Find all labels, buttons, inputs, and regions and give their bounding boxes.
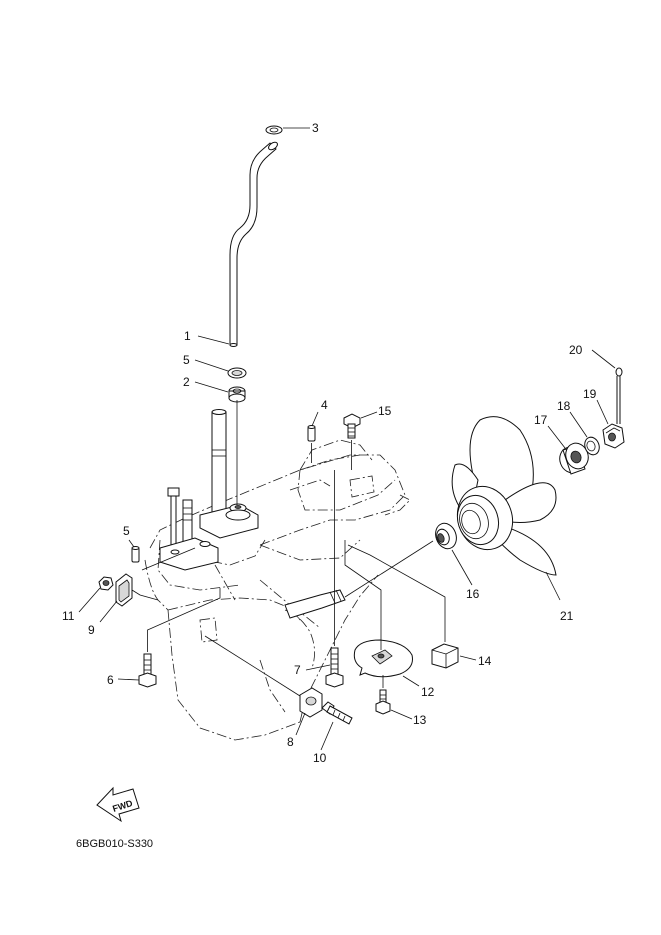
callout-numbers: 3 1 5 2 4 15 5 11 9 6 7 8 10 12 13 14 16… [62, 121, 597, 765]
guide-line-anode [347, 544, 446, 642]
callout-6: 6 [107, 673, 114, 687]
callout-14: 14 [478, 654, 492, 668]
callout-13: 13 [413, 713, 427, 727]
part-6-bolt [138, 653, 157, 688]
part-4-grommet [227, 367, 247, 379]
part-13-bolt [375, 689, 391, 715]
callout-20: 20 [569, 343, 583, 357]
callout-9: 9 [88, 623, 95, 637]
part-18-washer [584, 436, 600, 456]
part-17-spacer [559, 442, 589, 475]
part-5-dowel-pin-upper [307, 425, 316, 442]
guide-line-seal-9b [141, 547, 196, 571]
callout-12: 12 [421, 685, 435, 699]
callout-7: 7 [294, 663, 301, 677]
callout-18: 18 [557, 399, 571, 413]
part-12-trim-tab [353, 639, 413, 678]
part-21-propeller [451, 416, 557, 576]
guide-line-washer-16 [344, 540, 434, 598]
callout-8: 8 [287, 735, 294, 749]
part-10-bolt [321, 701, 353, 725]
drive-shaft [199, 409, 259, 539]
part-14-anode [431, 643, 459, 669]
propeller-shaft [284, 589, 346, 619]
guide-line-trim-tab [344, 540, 382, 650]
part-8-grommet [299, 687, 323, 718]
callout-2: 2 [183, 375, 190, 389]
part-20-cotter-pin [615, 367, 623, 424]
callout-15: 15 [378, 404, 392, 418]
lower-unit-housing [144, 439, 411, 741]
guide-line-seal-9 [131, 589, 159, 601]
callout-17: 17 [534, 413, 548, 427]
fwd-arrow: FWD [96, 786, 140, 823]
callout-21: 21 [560, 609, 574, 623]
callout-3: 3 [312, 121, 319, 135]
part-16-thrust-washer [435, 522, 457, 550]
part-3-grommet [265, 125, 283, 135]
part-5-dowel-pin-lower [131, 546, 140, 563]
callout-5-lower: 5 [123, 524, 130, 538]
shift-rod [159, 487, 219, 571]
callout-5-upper: 4 [321, 398, 328, 412]
callout-1: 1 [184, 329, 191, 343]
callout-4: 5 [183, 353, 190, 367]
part-15-bolt [343, 413, 361, 439]
part-19-nut [602, 423, 625, 449]
part-9-seal [115, 573, 133, 607]
leader-lines [78, 127, 616, 751]
guide-line-bolt-6 [147, 588, 221, 652]
callout-16: 16 [466, 587, 480, 601]
callout-10: 10 [313, 751, 327, 765]
leader-21 [545, 571, 561, 601]
guide-line-grommet-8 [204, 635, 301, 697]
diagram-code: 6BGB010-S330 [76, 838, 153, 850]
part-11-nut [98, 576, 114, 591]
callout-19: 19 [583, 387, 597, 401]
part-2-seal [228, 386, 246, 403]
part-7-bolt [325, 647, 344, 688]
part-1-water-tube [229, 141, 278, 347]
callout-11: 11 [62, 609, 75, 623]
